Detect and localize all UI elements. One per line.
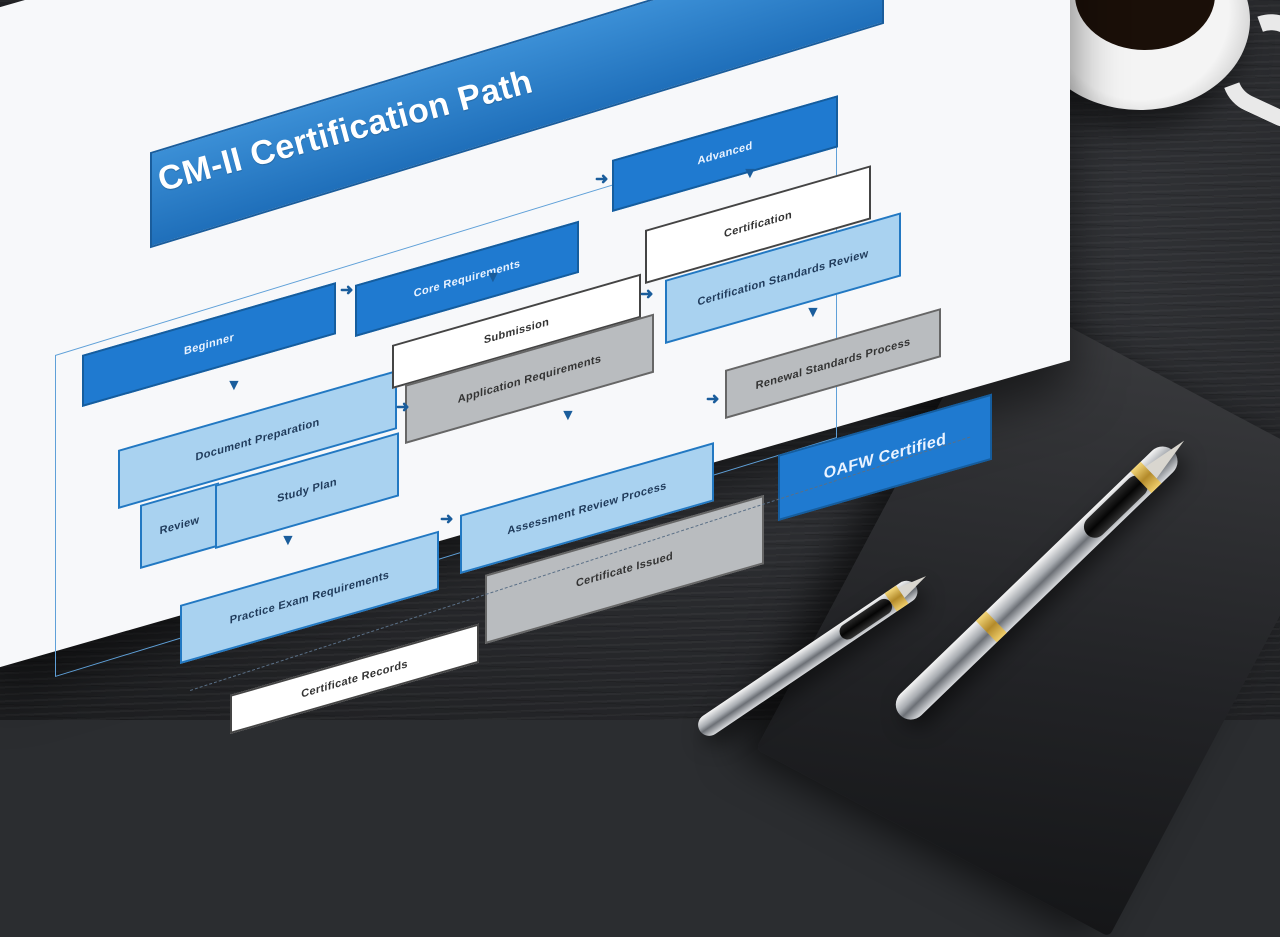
box-label: Review [159, 513, 200, 538]
arrow-right-icon: ➜ [595, 171, 609, 188]
box-label: Certificate Records [301, 657, 408, 701]
arrow-right-icon: ➜ [706, 391, 720, 408]
arrow-right-icon: ➜ [440, 511, 454, 528]
arrow-down-icon: ▼ [805, 304, 821, 321]
arrow-right-icon: ➜ [396, 399, 410, 416]
arrow-right-icon: ➜ [640, 286, 654, 303]
box-b16: Certificate Records [230, 623, 479, 734]
arrow-down-icon: ▼ [226, 377, 242, 394]
arrow-down-icon: ▼ [742, 165, 758, 182]
arrow-right-icon: ➜ [340, 282, 354, 299]
arrow-down-icon: ▼ [280, 532, 296, 549]
arrow-down-icon: ▼ [485, 269, 501, 286]
flowchart-sheet: CM-II Certification Path Beginner Docume… [55, 0, 992, 734]
arrow-down-icon: ▼ [560, 407, 576, 424]
